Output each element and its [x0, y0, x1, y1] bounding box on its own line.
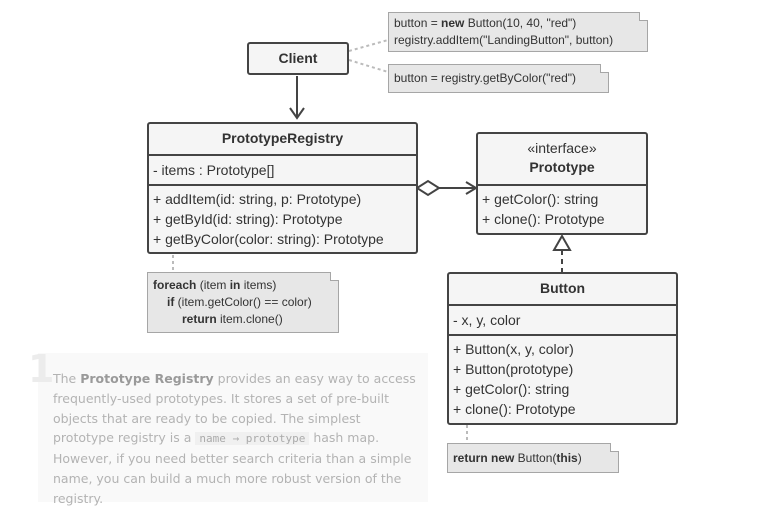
- registry-method: + getByColor(color: string): Prototype: [153, 231, 384, 247]
- button-class: Button - x, y, color + Button(x, y, colo…: [447, 272, 678, 425]
- button-method: + getColor(): string: [453, 381, 570, 397]
- registry-method: + addItem(id: string, p: Prototype): [153, 191, 362, 207]
- registry-method: + getById(id: string): Prototype: [153, 211, 343, 227]
- prototype-registry-methods: + addItem(id: string, p: Prototype) + ge…: [149, 184, 416, 249]
- note-fold: [610, 443, 619, 452]
- prototype-registry-class: PrototypeRegistry - items : Prototype[] …: [147, 122, 418, 254]
- button-method: + Button(x, y, color): [453, 341, 574, 357]
- registry-field: - items : Prototype[]: [153, 162, 275, 178]
- description-panel: 1 The Prototype Registry provides an eas…: [28, 347, 428, 506]
- button-fields: - x, y, color: [449, 304, 676, 334]
- client-title: Client: [278, 50, 318, 66]
- button-note: return new Button(this): [447, 443, 619, 473]
- note-fold: [600, 64, 609, 73]
- step-number: 1: [28, 347, 55, 391]
- button-methods: + Button(x, y, color) + Button(prototype…: [449, 334, 676, 419]
- aggregation-diamond: [415, 179, 441, 197]
- button-field: - x, y, color: [453, 312, 521, 328]
- prototype-header: «interface» Prototype: [478, 134, 646, 184]
- client-class: Client: [247, 42, 349, 75]
- prototype-method: + clone(): Prototype: [482, 211, 605, 227]
- note-connector-client-1: [348, 39, 389, 52]
- button-method: + Button(prototype): [453, 361, 574, 377]
- description-text: The Prototype Registry provides an easy …: [53, 371, 416, 506]
- registry-note: foreach (item in items) if (item.getColo…: [147, 272, 339, 333]
- note-connector-client-2: [348, 59, 389, 73]
- note-fold: [330, 272, 339, 281]
- button-method: + clone(): Prototype: [453, 401, 576, 417]
- note-line: button = registry.getByColor("red"): [394, 71, 577, 85]
- prototype-registry-title: PrototypeRegistry: [221, 130, 344, 146]
- note-line: registry.addItem("LandingButton", button…: [394, 33, 614, 47]
- prototype-registry-fields: - items : Prototype[]: [149, 154, 416, 184]
- button-title: Button: [539, 280, 586, 296]
- note-fold: [639, 12, 648, 21]
- prototype-interface: «interface» Prototype + getColor(): stri…: [476, 132, 648, 235]
- client-registry-arrowhead: [289, 107, 305, 120]
- prototype-title: Prototype: [529, 159, 595, 175]
- client-note-2: button = registry.getByColor("red"): [388, 64, 609, 93]
- prototype-stereotype: «interface»: [527, 140, 597, 156]
- client-note-1: button = new Button(10, 40, "red") regis…: [388, 12, 648, 52]
- prototype-method: + getColor(): string: [482, 191, 599, 207]
- prototype-methods: + getColor(): string + clone(): Prototyp…: [478, 184, 646, 229]
- realization-triangle: [552, 233, 572, 251]
